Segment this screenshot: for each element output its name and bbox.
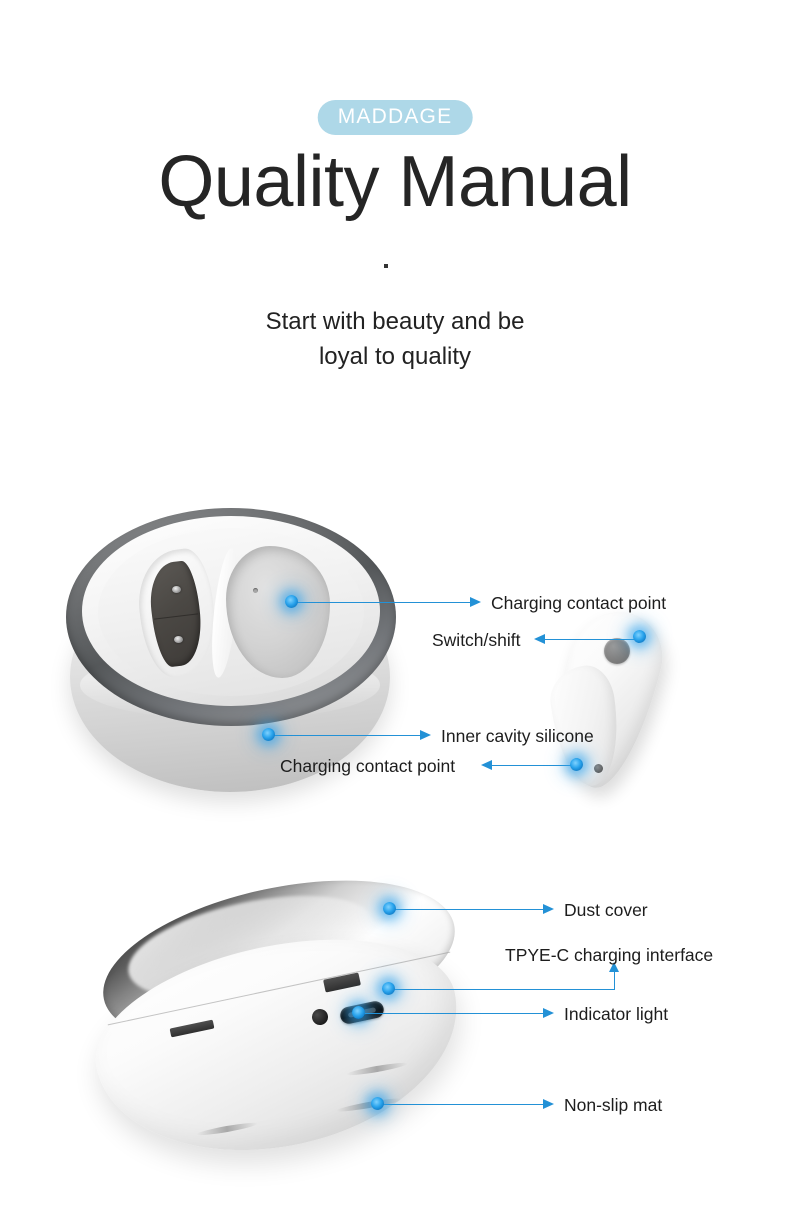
arrow-right-case-contact [470, 597, 481, 607]
earbud-contact-pin-top [172, 586, 181, 593]
leader-line-case-contact [295, 602, 470, 603]
leader-line-usb-c-vertical [614, 972, 615, 990]
leader-line-indicator-light [362, 1013, 543, 1014]
title-separator-dot [384, 264, 388, 268]
callout-label-dust-cover: Dust cover [564, 900, 648, 920]
closed-charging-case-illustration [78, 852, 479, 1182]
arrow-right-inner-cavity [420, 730, 431, 740]
arrow-right-dust-cover [543, 904, 554, 914]
marker-earbud-switch [633, 630, 646, 643]
leader-line-inner-cavity [272, 735, 420, 736]
leader-line-dust-cover [393, 909, 543, 910]
leader-line-earbud-contact [492, 765, 576, 766]
callout-label-tpye-c-charging-interface: TPYE-C charging interface [505, 945, 714, 965]
marker-inner-cavity [262, 728, 275, 741]
leader-line-usb-c-horizontal [392, 989, 614, 990]
marker-case-contact-point [285, 595, 298, 608]
callout-label-indicator-light: Indicator light [564, 1004, 669, 1024]
callout-label-non-slip-mat: Non-slip mat [564, 1095, 663, 1115]
arrow-left-earbud-contact [481, 760, 492, 770]
callout-label-charging-contact-point-2: Charging contact point [280, 756, 456, 776]
cavity-notch [253, 588, 258, 593]
arrow-up-usb-c [609, 962, 619, 972]
marker-usb-c-port [382, 982, 395, 995]
marker-indicator-light [352, 1006, 365, 1019]
callout-label-inner-cavity-silicone: Inner cavity silicone [441, 726, 594, 746]
earbud-switch-button [604, 638, 630, 664]
tagline-line-1: Start with beauty and be [265, 308, 525, 335]
callout-label-charging-contact-point-1: Charging contact point [491, 593, 667, 613]
leader-line-non-slip-mat [381, 1104, 543, 1105]
callout-label-switch-shift: Switch/shift [432, 630, 521, 650]
leader-line-switch [545, 639, 639, 640]
arrow-right-non-slip-mat [543, 1099, 554, 1109]
cavity-right-silicone [226, 546, 330, 678]
marker-non-slip-mat [371, 1097, 384, 1110]
brand-badge: MADDAGE [317, 100, 473, 136]
figure-open-case: Charging contact point Switch/shift Inne… [0, 470, 790, 850]
open-charging-case-illustration [62, 500, 407, 800]
figure-closed-case: Dust cover TPYE-C charging interface Ind… [0, 852, 790, 1190]
marker-earbud-contact-point [570, 758, 583, 771]
marker-dust-cover [383, 902, 396, 915]
arrow-left-switch [534, 634, 545, 644]
case-inner-tray [98, 528, 364, 696]
earbud-contact-pin-bottom [174, 636, 183, 643]
tagline-line-2: loyal to quality [318, 342, 472, 370]
page-title: Quality Manual [158, 142, 632, 222]
arrow-right-indicator-light [543, 1008, 554, 1018]
earbud-charging-contact-2 [594, 764, 603, 773]
tagline: Start with beauty and be loyal to qualit… [0, 305, 790, 375]
